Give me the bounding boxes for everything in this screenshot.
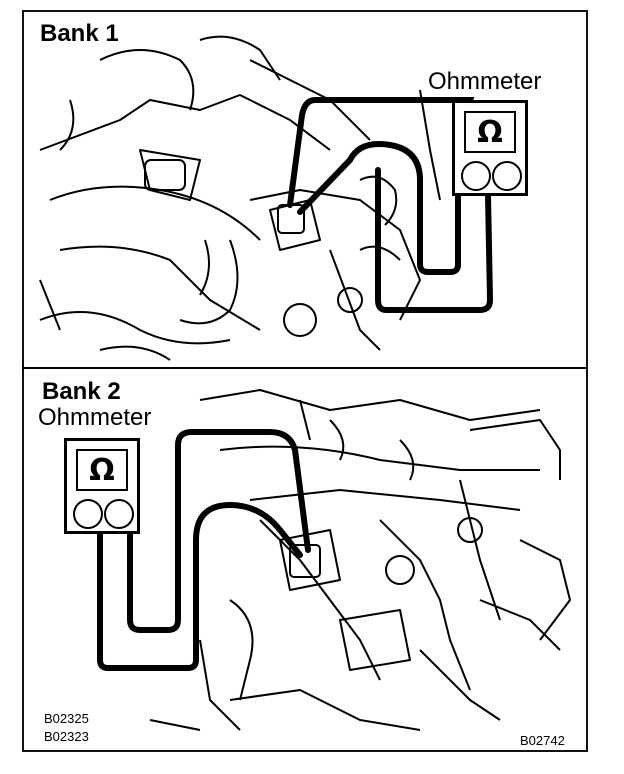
bank2-probe-leads [97,429,311,671]
bank2-jack-right [104,499,134,529]
bank2-ohmmeter: Ω [64,438,140,534]
figure-code-left-top: B02325 [44,711,89,726]
ohm-icon: Ω [477,114,503,150]
bank1-ohmmeter-label: Ohmmeter [428,68,542,95]
bank1-jack-right [492,161,522,191]
bank1-probe-leads [287,97,494,313]
bank1-title: Bank 1 [40,20,119,47]
figure-code-right: B02742 [520,733,565,748]
bank1-ohmmeter: Ω [452,100,528,196]
ohm-icon: Ω [89,452,115,488]
bank1-ohm-display: Ω [464,111,516,153]
bank1-jack-left [461,161,491,191]
bank2-jack-left [73,499,103,529]
figure-code-left-bottom: B02323 [44,729,89,744]
bank2-ohm-display: Ω [76,449,128,491]
bank2-title: Bank 2 [42,378,121,405]
bank2-engine-sketch [149,389,571,731]
bank2-ohmmeter-label: Ohmmeter [38,404,152,431]
